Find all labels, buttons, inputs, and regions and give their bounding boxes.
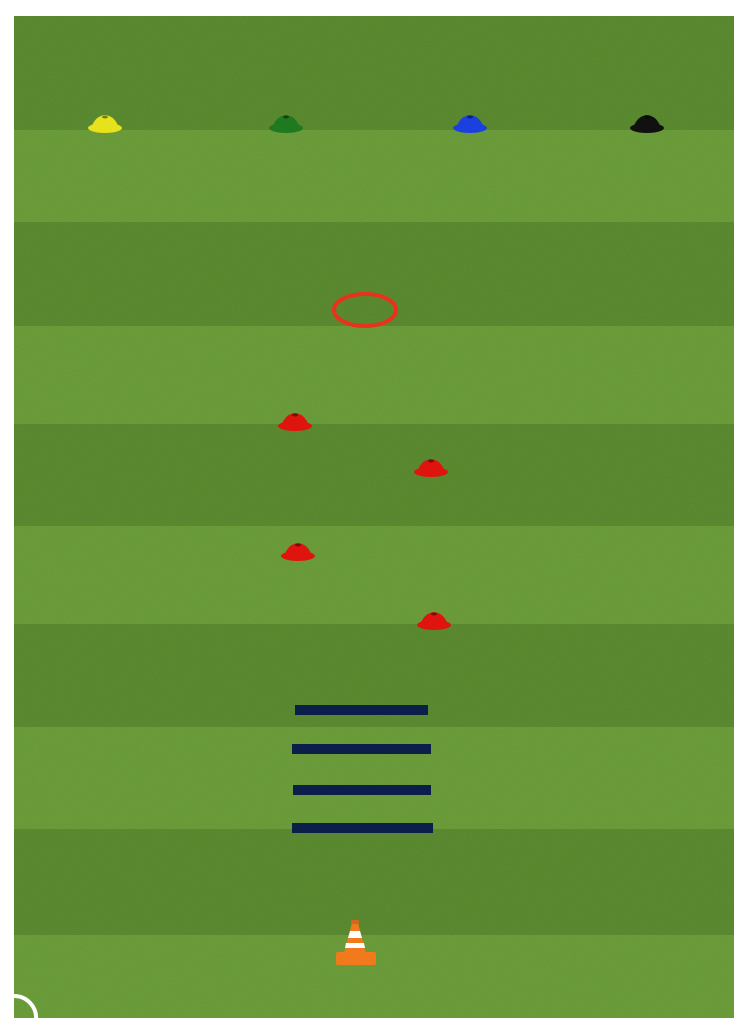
traffic-cone-stripe-lower bbox=[345, 943, 365, 948]
agility-pole bbox=[293, 785, 431, 795]
slalom-cone-hole bbox=[428, 460, 434, 463]
green-marker-cone-hole bbox=[283, 116, 289, 119]
grass-texture bbox=[14, 14, 736, 1020]
slalom-cone-hole bbox=[292, 414, 298, 417]
agility-pole bbox=[292, 744, 431, 754]
traffic-cone-top bbox=[351, 920, 359, 924]
black-marker-cone-hole bbox=[644, 116, 650, 119]
slalom-cone-hole bbox=[431, 613, 437, 616]
traffic-cone-stripe-upper bbox=[348, 931, 362, 938]
agility-pole bbox=[292, 823, 433, 833]
yellow-marker-cone-hole bbox=[102, 116, 108, 119]
agility-pole bbox=[295, 705, 428, 715]
traffic-cone-base bbox=[336, 952, 376, 965]
blue-marker-cone-hole bbox=[467, 116, 473, 119]
slalom-cone-hole bbox=[295, 544, 301, 547]
